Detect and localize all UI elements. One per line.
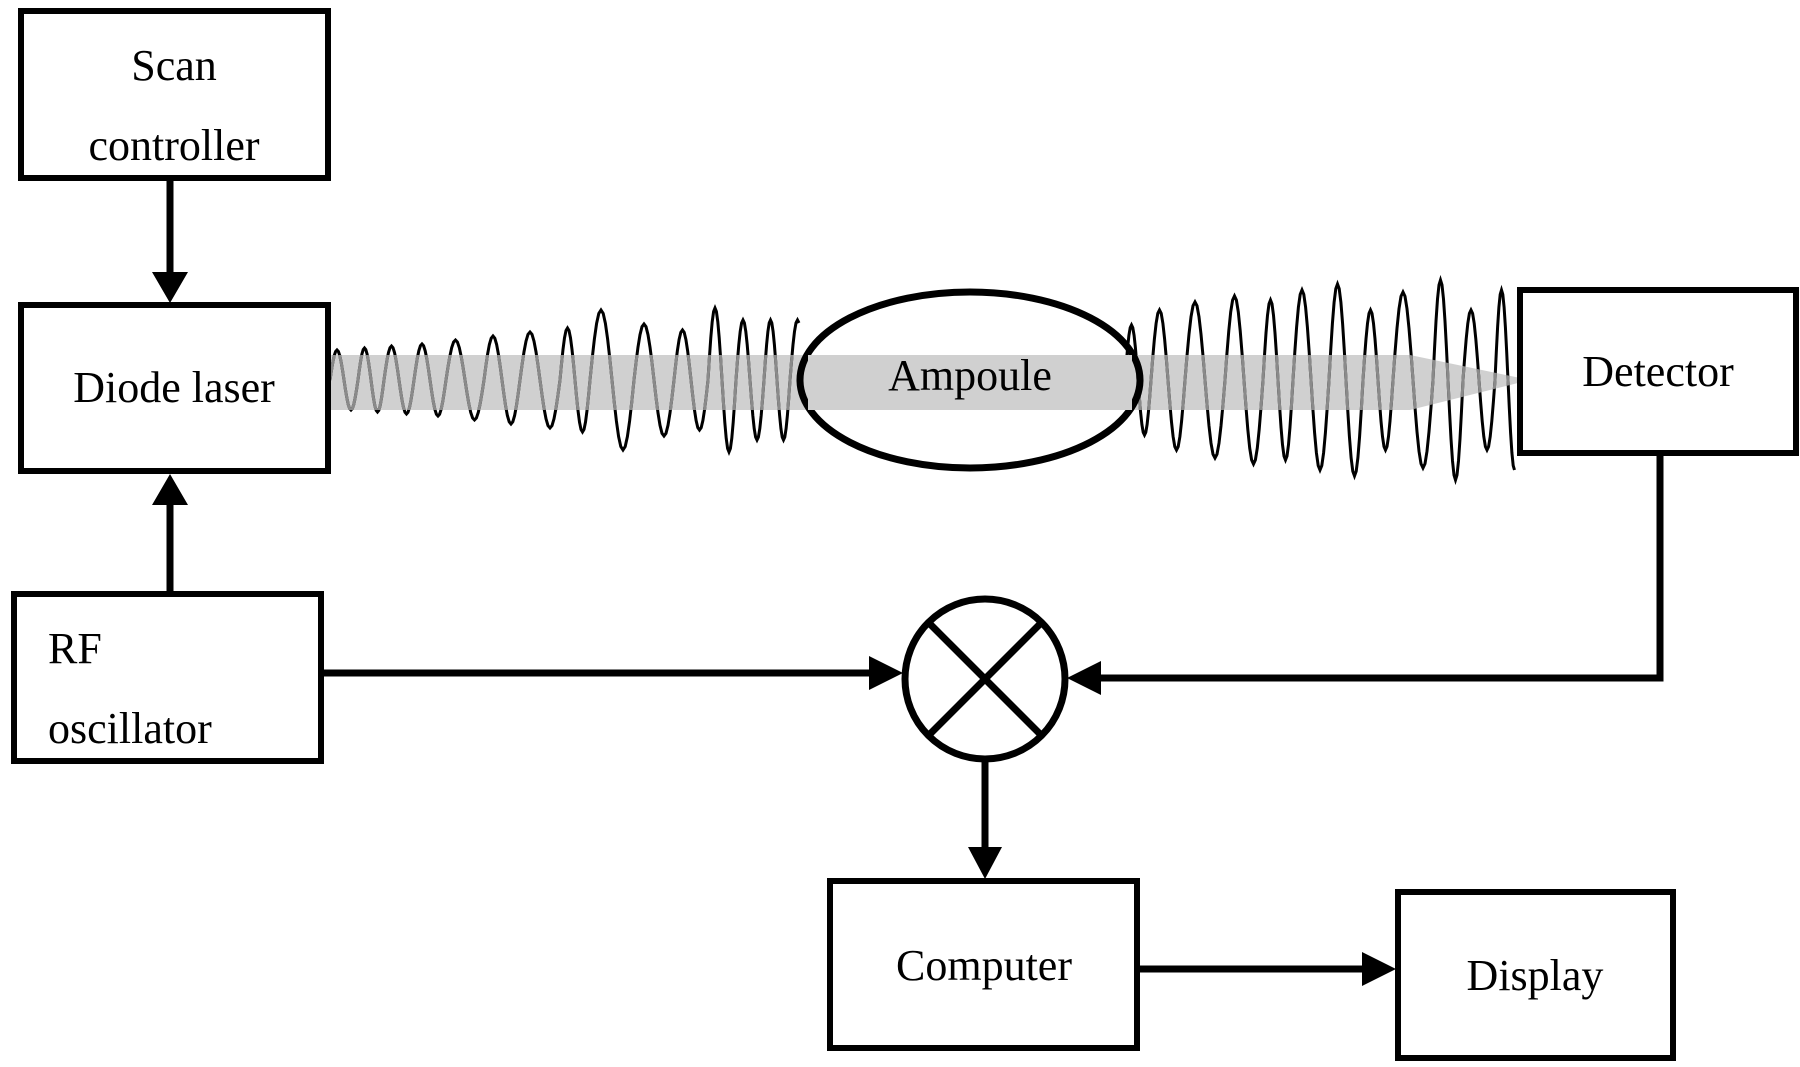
rf-oscillator-label-line1: RF <box>48 624 102 673</box>
computer-block: Computer <box>827 878 1140 1051</box>
display-label: Display <box>1467 951 1604 1000</box>
rf-oscillator-block: RF oscillator <box>11 591 324 764</box>
detector-block: Detector <box>1517 287 1799 456</box>
computer-label: Computer <box>896 941 1072 990</box>
ampoule-label: Ampoule <box>888 351 1052 400</box>
display-block: Display <box>1395 889 1676 1061</box>
diode-laser-label: Diode laser <box>73 363 275 412</box>
arrow-detector-to-mixer <box>1067 455 1664 695</box>
arrow-mixer-to-computer <box>968 760 1002 879</box>
rf-oscillator-label-line2: oscillator <box>48 704 212 753</box>
arrow-scan-to-laser <box>152 181 188 303</box>
scan-controller-block: Scan controller <box>18 8 331 181</box>
arrow-rf-to-mixer <box>324 656 903 690</box>
diode-laser-block: Diode laser <box>18 302 331 474</box>
scan-controller-label-line1: Scan <box>131 41 217 90</box>
arrow-computer-to-display <box>1140 952 1396 986</box>
mixer-circle-x-icon <box>901 595 1069 763</box>
ampoule: Ampoule <box>796 288 1144 472</box>
signal-wave-in-beam <box>328 355 1516 410</box>
detector-label: Detector <box>1582 347 1734 396</box>
arrow-rf-to-laser <box>152 474 188 592</box>
scan-controller-label-line2: controller <box>88 121 259 170</box>
